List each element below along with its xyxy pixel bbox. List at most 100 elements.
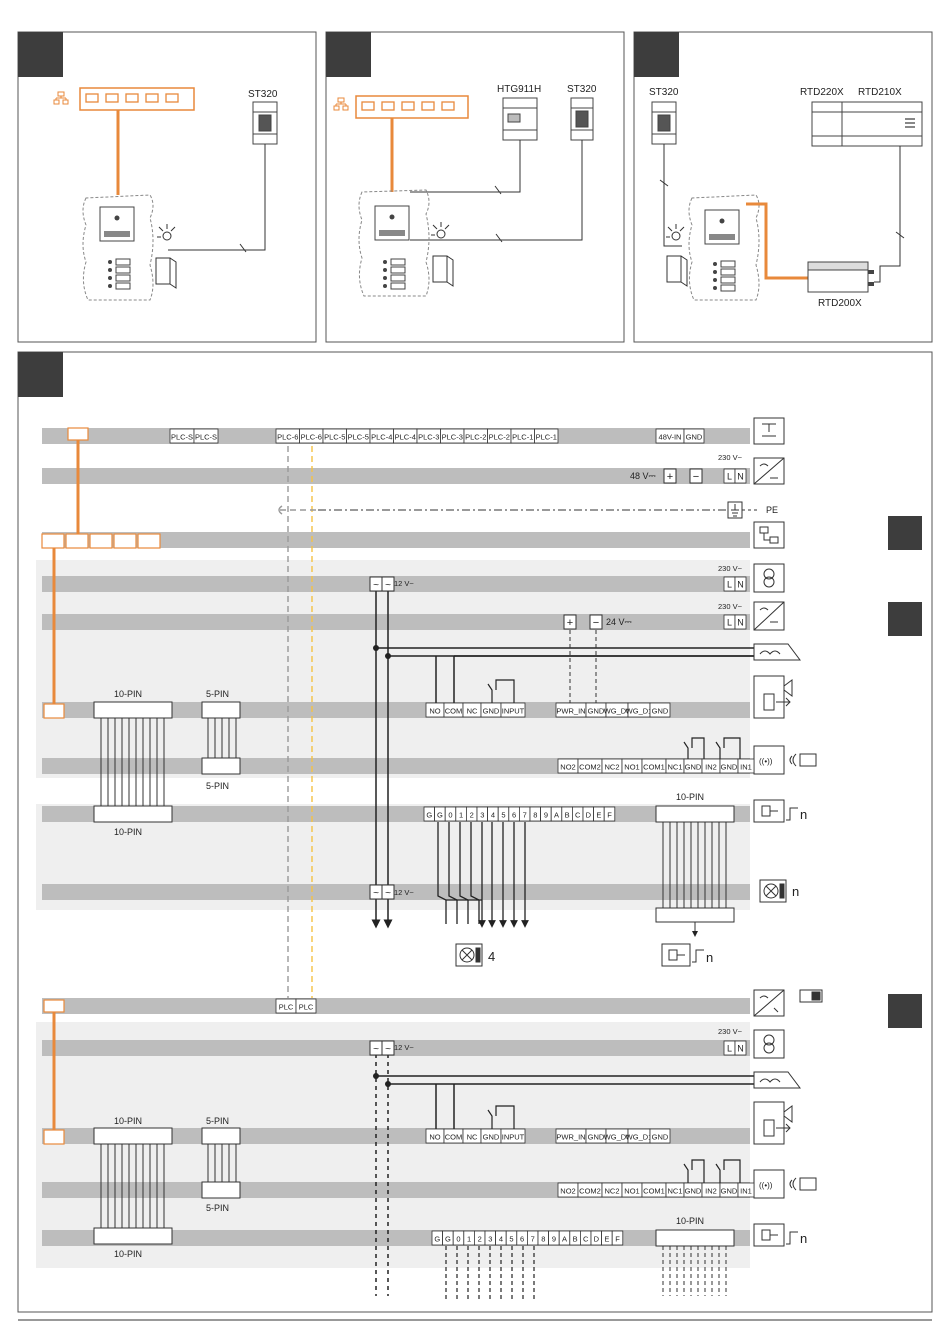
terminal-ln-label: N <box>737 618 744 628</box>
switch-icon <box>753 521 785 549</box>
ringer-icon <box>753 643 801 661</box>
network-icon <box>333 97 349 111</box>
terminal-plc-label: PLC-3 <box>442 433 463 442</box>
terminal-plc-s-label: PLC-S <box>171 433 193 442</box>
terminal-plus-label: + <box>567 617 573 629</box>
terminal-bus-label: 0 <box>448 811 452 820</box>
ribbon-5pin-unit1 <box>201 701 241 775</box>
voltage-12v: 12 V~ <box>394 1043 414 1052</box>
voltage-230v: 230 V~ <box>718 1027 743 1036</box>
terminal-relay-label: GND <box>483 1133 500 1142</box>
terminal-ac-symbol: ~ <box>373 580 379 591</box>
door-icon <box>155 257 177 289</box>
terminal-io-cell <box>737 1182 755 1198</box>
label-5pin: 5-PIN <box>206 781 229 791</box>
terminal-plc-label: PLC-2 <box>465 433 486 442</box>
terminal-io-cell <box>737 758 755 774</box>
terminal-bus-label: 8 <box>533 811 537 820</box>
terminal-bus-label: A <box>562 1235 567 1244</box>
power-supply-icon <box>753 457 785 485</box>
terminal-48v-label: 48V-IN <box>659 433 682 442</box>
terminal-wiegand-label: WG_D1 <box>626 707 653 716</box>
terminal-ln-label: L <box>727 472 732 482</box>
panel-tab <box>18 352 63 397</box>
terminal-ac-box <box>381 884 395 900</box>
terminal-minus-box <box>589 614 603 630</box>
terminal-wiegand-label: GND <box>588 707 605 716</box>
terminal-bus-cell <box>611 1230 624 1246</box>
ribbon-10pin-unit3 <box>93 1127 173 1245</box>
side-tab <box>888 516 922 550</box>
rj45-ports <box>41 427 161 1145</box>
panel-two: HTG911H ST320 <box>325 31 625 343</box>
terminal-bus-label: 5 <box>501 811 505 820</box>
terminal-minus-label: − <box>693 471 699 483</box>
plc-loop <box>278 446 316 998</box>
voltage-48v: 48 V⎓ <box>630 471 656 481</box>
label-10pin: 10-PIN <box>114 1249 142 1259</box>
label-10pin: 10-PIN <box>114 1116 142 1126</box>
terminal-io-label: COM1 <box>643 763 665 772</box>
label-5pin: 5-PIN <box>206 689 229 699</box>
door-lock-camera-icon <box>753 675 793 719</box>
terminal-io-label: NC1 <box>667 763 682 772</box>
terminal-bus-label: 2 <box>478 1235 482 1244</box>
terminal-ac-symbol: ~ <box>385 888 391 899</box>
terminal-bus-label: F <box>607 811 612 820</box>
terminal-io-label: COM2 <box>579 763 601 772</box>
door-lock-camera-icon <box>753 1101 793 1145</box>
terminal-ln-cell <box>734 468 747 484</box>
terminal-bus-label: 7 <box>531 1235 535 1244</box>
bus-output-dashed <box>445 1246 535 1300</box>
light-icon <box>666 224 685 241</box>
terminal-bus-label: B <box>565 811 570 820</box>
htg911h-module <box>502 97 538 141</box>
terminal-bus-label: 4 <box>499 1235 503 1244</box>
bus-output-lines <box>437 822 529 928</box>
terminal-ln-cell <box>734 614 747 630</box>
terminal-wiegand-cell <box>649 702 671 718</box>
svg-text:((•)): ((•)) <box>759 757 773 766</box>
terminal-io-label: NC1 <box>667 1187 682 1196</box>
terminal-wiegand-label: WG_D0 <box>604 1133 631 1142</box>
terminal-bus-cell <box>603 806 616 822</box>
terminal-bus-label: G <box>426 811 432 820</box>
label-10pin: 10-PIN <box>114 689 142 699</box>
terminal-relay-cell <box>500 702 526 718</box>
terminal-wiegand-cell <box>649 1128 671 1144</box>
label-10pin: 10-PIN <box>114 827 142 837</box>
terminal-ac-symbol: ~ <box>373 1044 379 1055</box>
door-icon <box>432 255 454 287</box>
terminal-plc-bottom-label: PLC <box>299 1003 314 1012</box>
terminal-io-label: NO2 <box>560 1187 575 1196</box>
terminal-bus-label: 9 <box>544 811 548 820</box>
terminal-io-label: IN1 <box>740 763 752 772</box>
terminal-48v-cell <box>683 428 705 444</box>
terminal-plc-label: PLC-6 <box>301 433 322 442</box>
terminal-io-label: IN2 <box>705 763 717 772</box>
terminal-ac-box <box>381 1040 395 1056</box>
terminal-plc-label: PLC-4 <box>371 433 392 442</box>
terminal-relay-label: COM <box>445 1133 463 1142</box>
terminal-plc-label: PLC-5 <box>348 433 369 442</box>
terminal-io-label: NC2 <box>604 763 619 772</box>
terminal-48v-label: GND <box>686 433 703 442</box>
label-5pin: 5-PIN <box>206 1116 229 1126</box>
main-panel: PE <box>17 351 933 1313</box>
terminal-minus-box <box>689 468 703 484</box>
rtd200x-module <box>807 261 874 293</box>
pe-label: PE <box>766 505 778 515</box>
device-label-st320: ST320 <box>649 87 679 98</box>
voltage-24v: 24 V⎓ <box>606 617 632 627</box>
terminal-wiegand-label: GND <box>652 707 669 716</box>
terminal-bus-label: F <box>615 1235 620 1244</box>
ringer-icon <box>753 1071 801 1089</box>
terminal-relay-cell <box>500 1128 526 1144</box>
terminal-bus-label: 6 <box>512 811 516 820</box>
terminal-io-label: IN2 <box>705 1187 717 1196</box>
terminal-plc-label: PLC-3 <box>418 433 439 442</box>
panel-one: ST320 <box>17 31 317 343</box>
terminal-relay-label: NC <box>467 1133 478 1142</box>
label-10pin: 10-PIN <box>676 1216 704 1226</box>
